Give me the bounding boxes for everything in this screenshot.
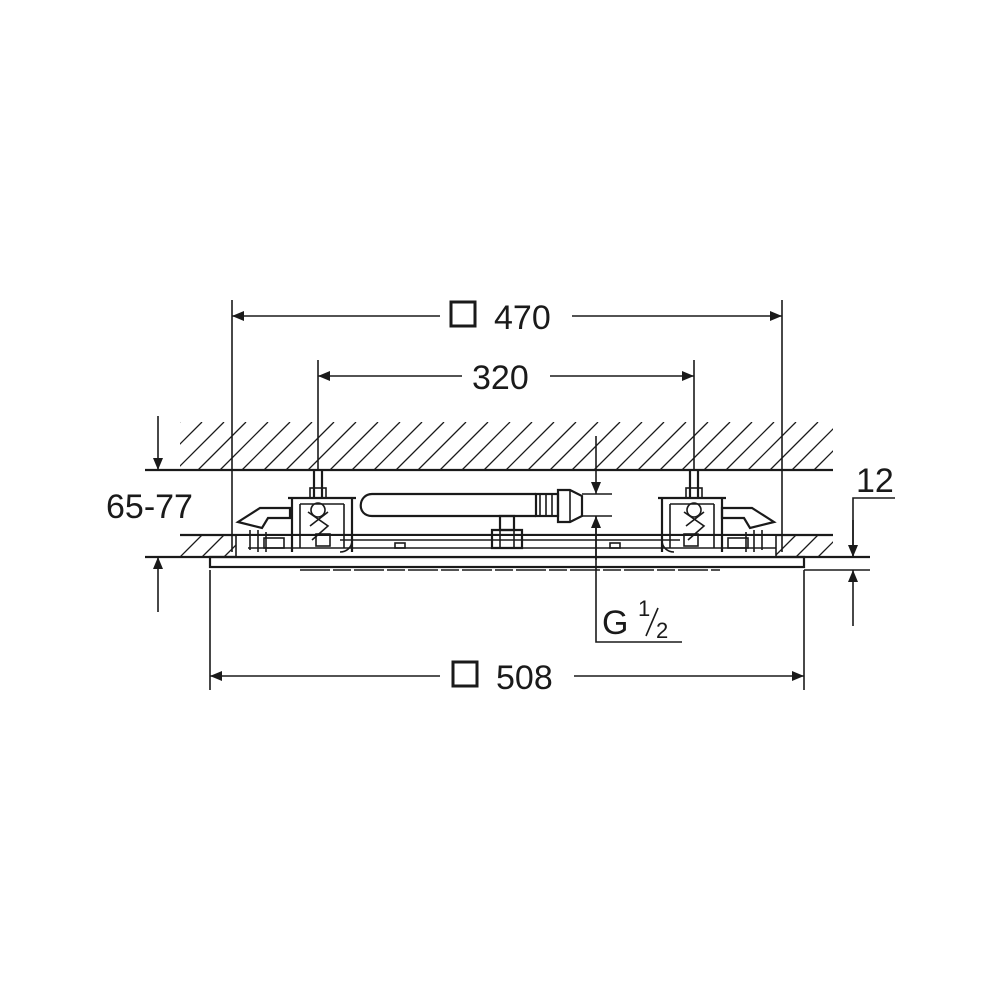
hatch-line [180,422,181,423]
hatch-line [813,450,833,470]
hatch-line [840,535,862,557]
dim-12-label: 12 [856,462,894,500]
dimension-320: 320 [317,359,695,470]
hatch-line [703,422,753,470]
supply-hose [359,488,584,524]
hatch-line [747,422,797,470]
dim-470-label: 470 [494,299,551,337]
hatch-line [791,428,833,470]
center-connector [490,514,524,550]
hatch-line [637,422,687,470]
hatch-line [219,422,269,470]
hatch-line [263,422,313,470]
ceiling-hatch [145,422,833,472]
hatch-line [395,422,445,470]
hatch-line [439,422,489,470]
hatch-line [549,422,599,470]
thread-spec: G 1 2 [582,436,682,643]
hatch-line [659,422,709,470]
right-mounting-bracket [658,470,777,553]
square-dimension-icon [451,660,479,688]
hatch-line [817,541,833,557]
hatch-line [461,422,511,470]
thread-numerator: 1 [638,596,650,621]
shower-head-plate [208,555,806,571]
dimension-470: 470 [231,299,783,552]
hatch-line [180,535,181,536]
hatch-line [329,422,379,470]
dim-depth-label: 65-77 [106,488,193,526]
hatch-line [681,422,731,470]
hatch-line [241,422,291,470]
dimension-12: 12 [804,462,895,626]
hatch-line [373,422,423,470]
square-dimension-icon [449,300,477,328]
hatch-line [615,422,665,470]
hatch-line [483,422,533,470]
hatch-line [795,535,819,557]
dimension-508: 508 [209,570,805,697]
hatch-line [773,535,797,557]
left-mounting-bracket [235,470,356,553]
dim-508-label: 508 [496,659,553,697]
hatch-line [180,422,225,467]
thread-denominator: 2 [656,618,668,643]
hatch-line [180,422,203,445]
hatch-line [197,422,247,470]
hatch-line [505,422,555,470]
hatch-line [527,422,577,470]
hatch-line [725,422,775,470]
hatch-line [180,535,203,557]
hatch-line [285,422,335,470]
hatch-line [593,422,643,470]
hatch-line [307,422,357,470]
hatch-line [417,422,467,470]
hatch-line [769,422,819,470]
thread-g-label: G [602,604,628,642]
hatch-line [351,422,401,470]
hatch-line [201,535,225,557]
dimension-depth: 65-77 [106,416,193,612]
dim-320-label: 320 [472,359,529,397]
